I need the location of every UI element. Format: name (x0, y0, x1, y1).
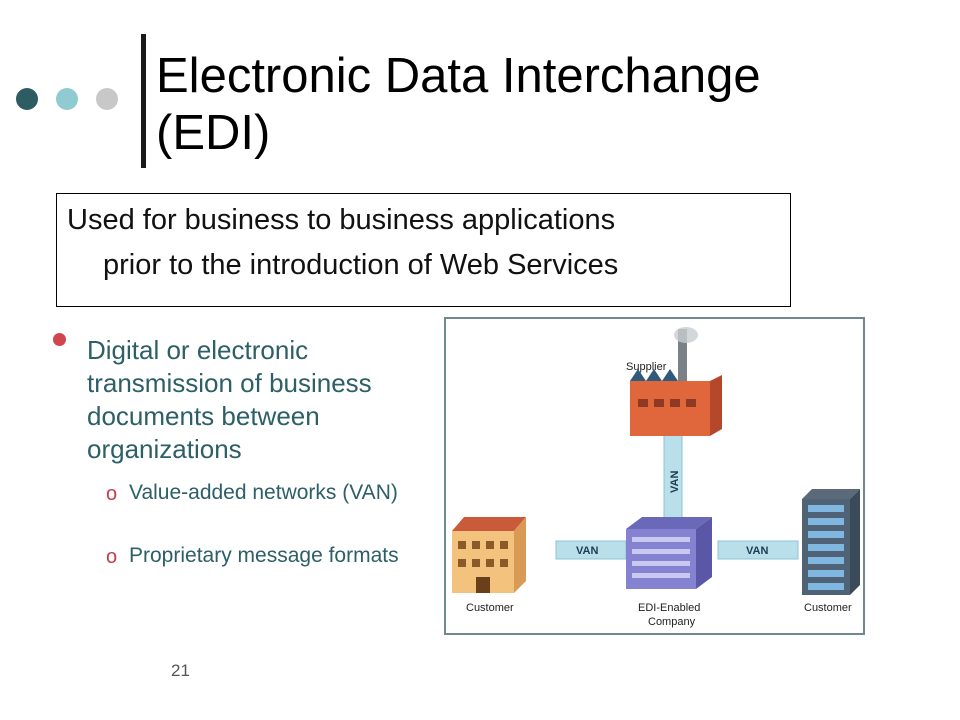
supplier-factory-icon (630, 327, 722, 436)
van-label-left: VAN (576, 545, 598, 557)
sub-bullet-1: Value-added networks (VAN) (129, 481, 398, 504)
van-label-top: VAN (669, 471, 681, 493)
callout-line-1: Used for business to business applicatio… (67, 204, 616, 236)
customer-right-label: Customer (804, 602, 852, 614)
customer-tower-right-icon (802, 489, 860, 595)
customer-building-left-icon (452, 517, 526, 593)
callout-box: Used for business to business applicatio… (56, 193, 791, 307)
edi-company-building-icon (626, 517, 712, 589)
sub-bullet-marker-2: o (106, 546, 118, 568)
van-label-right: VAN (746, 545, 768, 557)
company-label-line2: Company (648, 616, 696, 628)
supplier-label: Supplier (626, 361, 667, 373)
sub-bullet-marker-1: o (106, 483, 118, 505)
customer-left-label: Customer (466, 602, 514, 614)
decor-dot-dark (16, 88, 38, 110)
slide-title: Electronic Data Interchange (EDI) (156, 49, 761, 160)
decor-dot-gray (96, 88, 118, 110)
bullet-text: Digital or electronic transmission of bu… (87, 335, 372, 464)
title-accent-bar (141, 34, 146, 168)
decor-dot-teal (56, 88, 78, 110)
callout-line-2: prior to the introduction of Web Service… (103, 249, 619, 281)
bullet-marker (53, 333, 66, 346)
sub-bullet-2: Proprietary message formats (129, 544, 399, 567)
company-label-line1: EDI-Enabled (638, 602, 700, 614)
edi-network-diagram: VAN VAN VAN Supplier (444, 317, 865, 635)
page-number: 21 (171, 661, 190, 680)
